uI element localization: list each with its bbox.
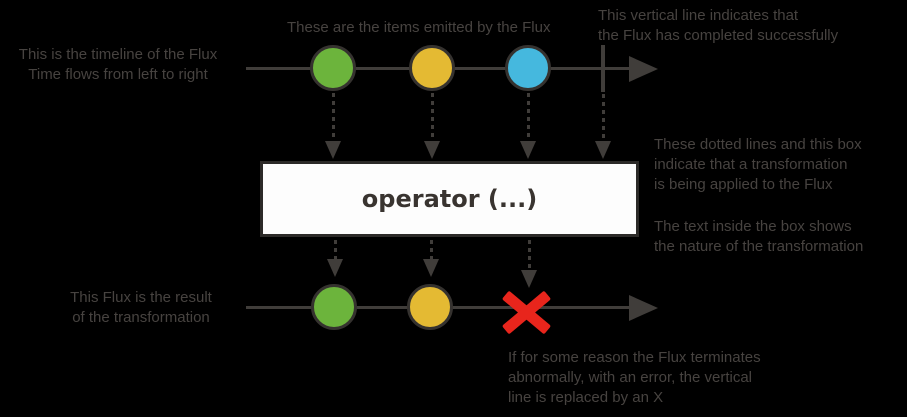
completion-marker [601, 45, 605, 92]
marble-yellow-source [409, 45, 455, 91]
dashed-line-blue-in [526, 93, 530, 141]
dashed-arrowhead-error-out-icon [521, 270, 537, 288]
timeline-top-arrowhead-icon [629, 56, 658, 82]
dashed-line-error-out [527, 240, 531, 271]
operator-label: operator (...) [361, 185, 538, 213]
note-box-text: The text inside the box shows the nature… [654, 218, 864, 255]
note-timeline-intro: This is the timeline of the Flux Time fl… [18, 46, 218, 83]
note-result: This Flux is the result of the transform… [70, 289, 212, 326]
dashed-arrowhead-green-out-icon [327, 259, 343, 277]
dashed-arrowhead-blue-in-icon [520, 141, 536, 159]
note-error: If for some reason the Flux terminates a… [508, 349, 761, 406]
dashed-line-yellow-in [430, 93, 434, 141]
dashed-line-yellow-out [429, 240, 433, 260]
dashed-arrowhead-yellow-out-icon [423, 259, 439, 277]
marble-blue-source [505, 45, 551, 91]
timeline-bottom-arrowhead-icon [629, 295, 658, 321]
note-items-emitted: These are the items emitted by the Flux [287, 19, 551, 36]
dashed-arrowhead-green-in-icon [325, 141, 341, 159]
dashed-arrowhead-complete-in-icon [595, 141, 611, 159]
dashed-arrowhead-yellow-in-icon [424, 141, 440, 159]
dashed-line-green-out [333, 240, 337, 260]
marble-green-result [311, 284, 357, 330]
operator-box: operator (...) [260, 161, 639, 237]
dashed-line-complete-in [601, 94, 605, 141]
marble-green-source [310, 45, 356, 91]
dashed-line-green-in [331, 93, 335, 141]
note-completion: This vertical line indicates that the Fl… [598, 7, 839, 44]
marble-yellow-result [407, 284, 453, 330]
note-transformation: These dotted lines and this box indicate… [654, 136, 862, 193]
